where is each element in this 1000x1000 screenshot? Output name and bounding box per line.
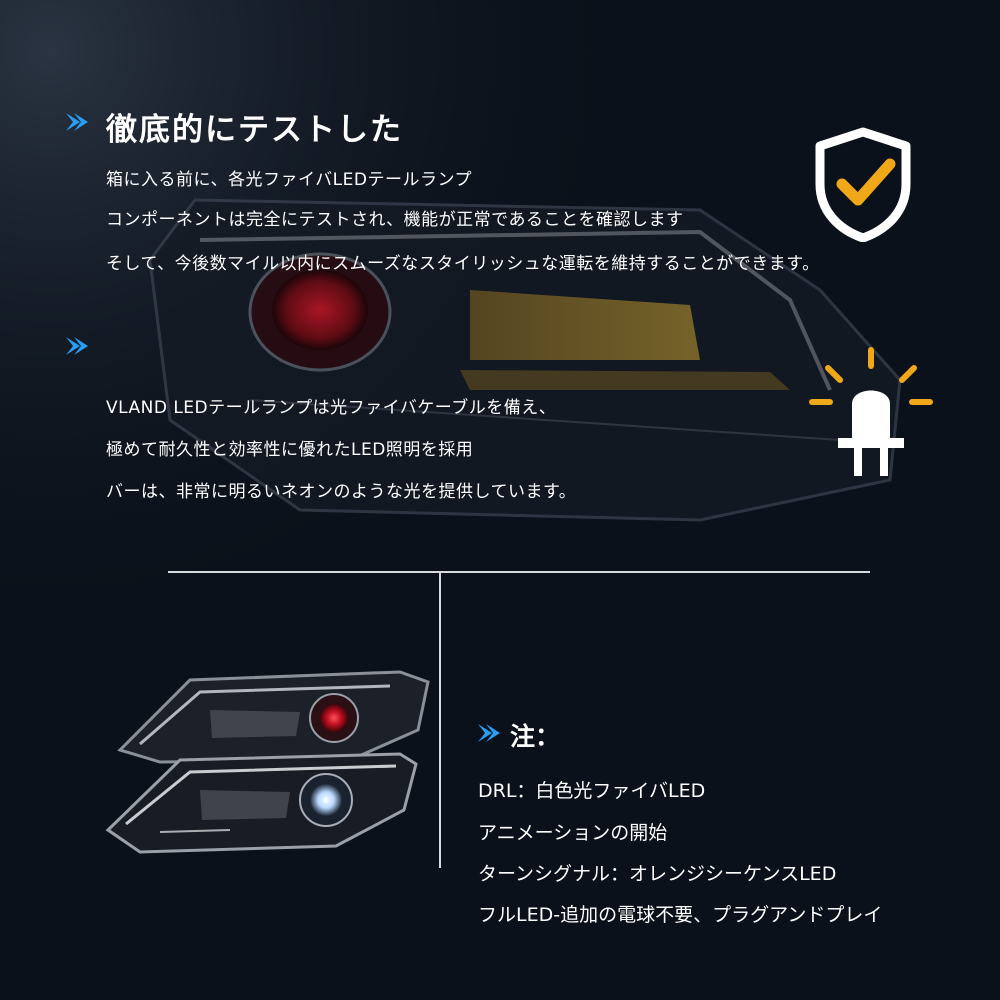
section1-line-2: コンポーネントは完全にテストされ、機能が正常であることを確認します (106, 210, 684, 230)
chevron-right-icon (66, 337, 88, 355)
section2-line-3: バーは、非常に明るいネオンのような光を提供しています。 (106, 482, 577, 502)
led-bulb-icon (809, 347, 933, 476)
note-line-2: アニメーションの開始 (478, 822, 668, 844)
section2-line-1: VLAND LEDテールランプは光ファイバケーブルを備え、 (106, 398, 557, 418)
section2-line-2: 極めて耐久性と効率性に優れたLED照明を採用 (106, 440, 474, 460)
section1-line-3: そして、今後数マイル以内にスムーズなスタイリッシュな運転を維持することができます… (106, 254, 820, 274)
chevron-right-icon (478, 724, 500, 742)
section1-line-1: 箱に入る前に、各光ファイバLEDテールランプ (106, 170, 472, 190)
section-title: 徹底的にテストした (106, 112, 403, 148)
horizontal-divider (168, 571, 870, 573)
note-line-1: DRL：白色光ファイバLED (478, 780, 706, 802)
shield-check-icon (815, 127, 911, 242)
note-title: 注： (510, 722, 561, 751)
note-line-3: ターンシグナル：オレンジシーケンスLED (478, 863, 837, 885)
note-line-4: フルLED-追加の電球不要、プラグアンドプレイ (478, 904, 883, 926)
headlight-product-image (105, 670, 430, 854)
chevron-right-icon (66, 113, 88, 131)
vertical-divider (439, 572, 441, 868)
